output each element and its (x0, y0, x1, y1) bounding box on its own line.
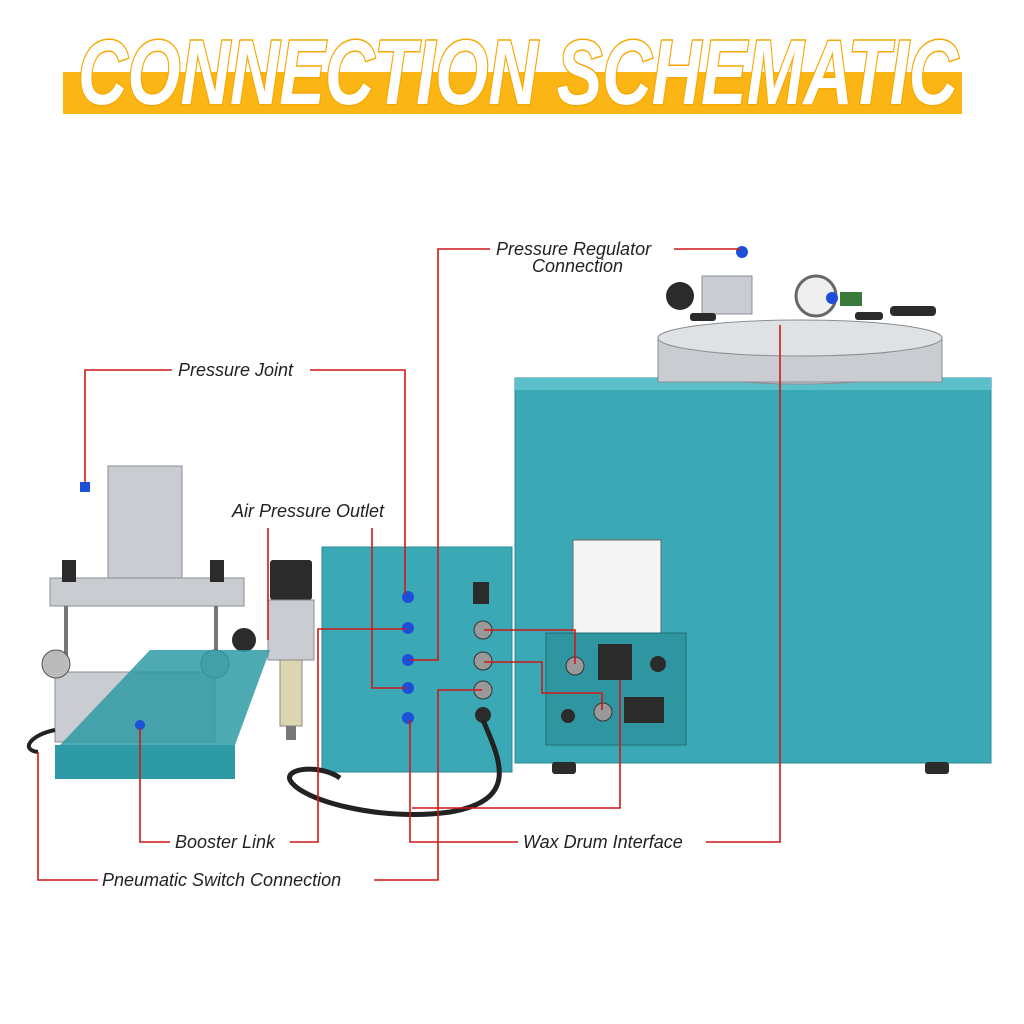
booster-press (26, 465, 270, 779)
title-band (63, 72, 962, 114)
label-pressure-regulator-line2: Connection (532, 256, 623, 276)
leader-lines (37, 248, 781, 881)
label-pneumatic-switch-connection: Pneumatic Switch Connection (102, 870, 341, 890)
label-pressure-joint: Pressure Joint (178, 360, 294, 380)
wax-injector-machine (514, 246, 992, 774)
callout-labels: Pressure Regulator Connection Pressure J… (102, 239, 683, 890)
label-booster-link: Booster Link (175, 832, 276, 852)
title-banner: CONNECTION SCHEMATIC (63, 21, 962, 126)
label-wax-drum-interface: Wax Drum Interface (523, 832, 683, 852)
label-air-pressure-outlet: Air Pressure Outlet (231, 501, 385, 521)
air-regulator (267, 560, 315, 740)
title-text: CONNECTION SCHEMATIC (78, 22, 959, 124)
label-pressure-regulator-line1: Pressure Regulator (496, 239, 652, 259)
control-box (287, 546, 513, 817)
